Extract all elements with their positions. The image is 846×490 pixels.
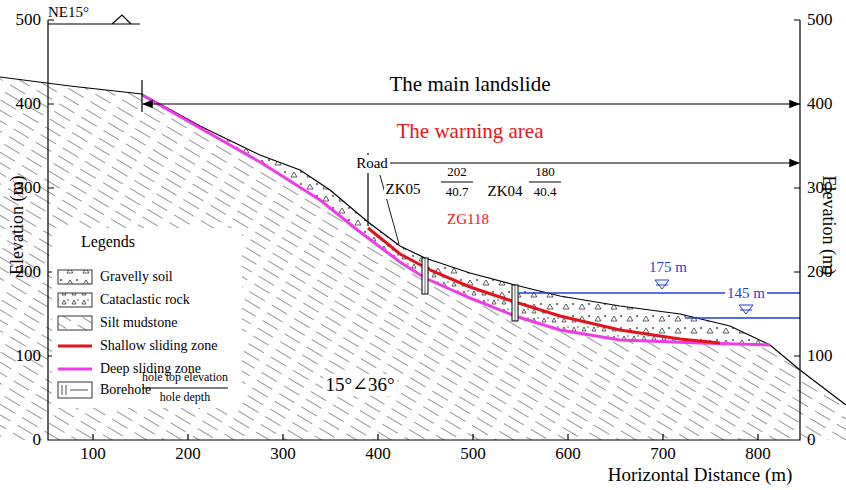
borehole-id: ZK04 (486, 183, 525, 200)
bedrock (0, 77, 846, 440)
tick-label: 600 (555, 444, 581, 464)
legend-swatch (58, 293, 92, 307)
main-landslide-arrow (143, 103, 799, 104)
legend-label: Cataclastic rock (100, 292, 190, 308)
orientation-label: NE15° (48, 4, 89, 21)
dip-label: 15°∠36° (323, 374, 396, 396)
legend-label: Silt mudstone (100, 315, 177, 331)
tick-label: 100 (807, 346, 833, 366)
borehole (515, 285, 516, 321)
fraction-bar (441, 182, 473, 183)
axes (48, 20, 800, 440)
tick-label: 800 (745, 444, 771, 464)
fraction-bar (529, 182, 561, 183)
tick-label: 300 (16, 178, 42, 198)
borehole-id: ZK05 (384, 181, 423, 198)
tick-label: 300 (807, 178, 833, 198)
legend-label: Shallow sliding zone (100, 338, 217, 354)
tick-label: 100 (16, 346, 42, 366)
range-label: The main landslide (388, 72, 553, 96)
water-level (685, 317, 800, 319)
borehole (422, 258, 428, 294)
water-level-label: 145 m (725, 285, 767, 302)
legend-swatch (58, 316, 92, 330)
range-tick (141, 80, 142, 112)
tick-label: 500 (460, 444, 486, 464)
axis-title: Horizontal Distance (m) (608, 464, 793, 486)
legend-label: Gravelly soil (100, 269, 173, 285)
tick-label: 700 (650, 444, 676, 464)
legend-swatch (62, 385, 88, 395)
borehole (512, 285, 518, 321)
legend-swatch (58, 368, 92, 371)
water-symbol (655, 280, 669, 289)
legend-label: Borehole (100, 382, 151, 398)
tick-label: 400 (807, 94, 833, 114)
tick-label: 0 (807, 430, 816, 450)
tick-label: 400 (365, 444, 391, 464)
hole-depth: 40.7 (446, 185, 469, 200)
water-level-label: 175 m (647, 259, 689, 276)
shallow-sliding-zone (368, 228, 720, 343)
hole-top-elevation: 202 (447, 165, 467, 180)
legend-note: hole depth (160, 391, 210, 405)
road-label: Road (354, 155, 390, 172)
tick-label: 300 (270, 444, 296, 464)
legend-swatch (58, 270, 92, 284)
tick-label: 100 (80, 444, 106, 464)
water-symbol (739, 305, 753, 314)
hole-top-elevation: 180 (535, 165, 555, 180)
legend-swatch (58, 345, 92, 348)
legend-label: Deep sliding zone (100, 361, 201, 377)
tick-label: 500 (807, 10, 833, 30)
range-label: The warning area (395, 119, 546, 143)
tick-label: 200 (807, 262, 833, 282)
legend-swatch (58, 382, 92, 398)
tick-label: 400 (16, 94, 42, 114)
fraction-bar (142, 388, 228, 389)
monitoring-point: ZG118 (445, 211, 491, 228)
legend-ground (52, 228, 242, 408)
tick-label: 200 (16, 262, 42, 282)
tick-label: 0 (33, 430, 42, 450)
borehole (425, 258, 426, 294)
legend-title: Legends (79, 233, 137, 251)
tick-label: 200 (175, 444, 201, 464)
warning-area-arrow (369, 162, 799, 163)
hole-depth: 40.4 (534, 185, 557, 200)
tick-label: 500 (16, 10, 42, 30)
